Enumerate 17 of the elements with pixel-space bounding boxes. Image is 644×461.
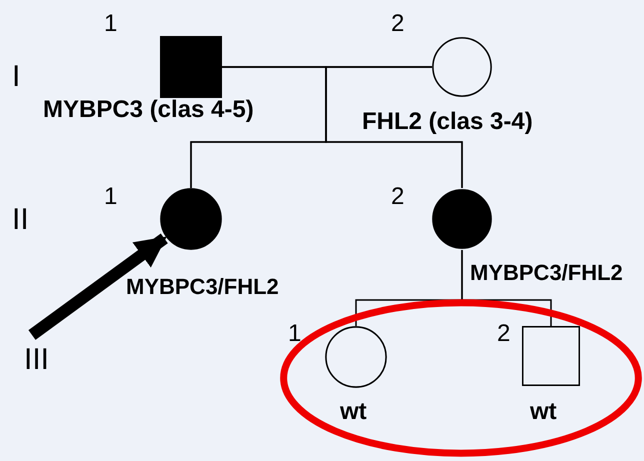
proband-arrow	[28, 234, 168, 340]
individual-number: 2	[497, 322, 510, 346]
individual-number: 1	[104, 185, 118, 209]
generation-label: I	[12, 62, 20, 92]
generation-label: III	[24, 345, 50, 375]
genotype-label: wt	[340, 400, 367, 424]
generation-label: II	[12, 205, 29, 235]
genotype-label: MYBPC3/FHL2	[470, 262, 623, 284]
pedigree-line	[325, 66, 463, 188]
genotype-label: FHL2 (clas 3-4)	[362, 110, 533, 134]
genotype-label: wt	[530, 400, 557, 424]
individual-number: 2	[391, 185, 404, 209]
individual-number: 1	[288, 322, 302, 346]
genotype-label: MYBPC3/FHL2	[126, 276, 279, 298]
individual-number: 1	[104, 12, 118, 36]
individual-number: 2	[391, 12, 404, 36]
genotype-label: MYBPC3 (clas 4-5)	[43, 98, 254, 122]
